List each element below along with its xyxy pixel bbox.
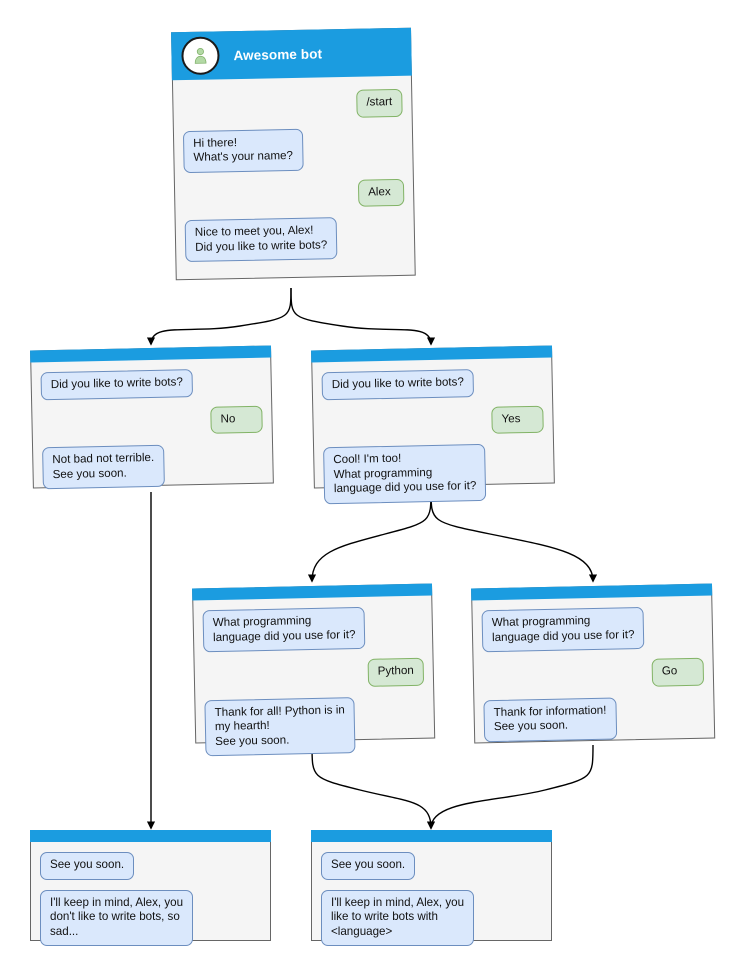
message-row: Did you like to write bots?: [321, 368, 543, 400]
message-row: I'll keep in mind, Alex, you don't like …: [40, 889, 261, 946]
user-message-bubble[interactable]: Go: [651, 657, 705, 687]
node-header-root: Awesome bot: [171, 27, 412, 81]
message-row: No: [41, 405, 263, 437]
bot-message-bubble[interactable]: What programming language did you use fo…: [202, 606, 366, 653]
message-row: Not bad not terrible. See you soon.: [42, 443, 264, 490]
message-row: What programming language did you use fo…: [481, 606, 703, 653]
user-message-bubble[interactable]: /start: [356, 88, 403, 118]
edge-python-to-end-yes: [311, 744, 436, 830]
user-message-bubble[interactable]: Alex: [357, 178, 405, 207]
chat-transcript-python-branch: What programming language did you use fo…: [193, 597, 434, 757]
message-row: Yes: [322, 405, 544, 437]
chat-node-root[interactable]: Awesome bot /start Hi there! What's your…: [171, 27, 416, 281]
bot-message-bubble[interactable]: Thank for all! Python is in my hearth! S…: [204, 696, 356, 757]
message-row: /start: [182, 88, 403, 121]
edge-root-to-no: [146, 287, 292, 346]
bot-message-bubble[interactable]: Did you like to write bots?: [321, 369, 475, 400]
bot-message-bubble[interactable]: I'll keep in mind, Alex, you like to wri…: [321, 889, 475, 946]
bot-message-bubble[interactable]: Did you like to write bots?: [40, 369, 194, 400]
chat-transcript-root: /start Hi there! What's your name? Alex …: [173, 77, 415, 280]
bot-message-bubble[interactable]: Not bad not terrible. See you soon.: [42, 444, 165, 490]
chat-node-yes-branch[interactable]: Did you like to write bots? Yes Cool! I'…: [311, 345, 555, 504]
chat-transcript-end-yes: See you soon. I'll keep in mind, Alex, y…: [312, 843, 551, 946]
node-header: [311, 830, 552, 842]
message-row: Alex: [184, 178, 405, 210]
chat-transcript-yes-branch: Did you like to write bots? Yes Cool! I'…: [312, 358, 554, 504]
message-row: Nice to meet you, Alex! Did you like to …: [184, 216, 406, 263]
user-message-bubble[interactable]: Yes: [491, 405, 544, 434]
chat-transcript-go-branch: What programming language did you use fo…: [472, 596, 714, 742]
message-row: Thank for all! Python is in my hearth! S…: [204, 695, 425, 757]
message-row: See you soon.: [40, 852, 261, 880]
bot-message-bubble[interactable]: I'll keep in mind, Alex, you don't like …: [40, 889, 194, 946]
bot-message-bubble[interactable]: Thank for information! See you soon.: [483, 697, 617, 742]
bot-message-bubble[interactable]: Hi there! What's your name?: [182, 128, 304, 173]
edge-go-to-end-yes: [426, 744, 594, 830]
edge-root-to-yes: [290, 287, 436, 346]
bot-message-bubble[interactable]: Cool! I'm too! What programming language…: [323, 443, 487, 504]
chat-node-end-no[interactable]: See you soon. I'll keep in mind, Alex, y…: [30, 830, 271, 946]
message-row: What programming language did you use fo…: [202, 606, 423, 653]
edge-yes-to-go: [430, 489, 598, 583]
bot-name-label: Awesome bot: [233, 45, 323, 63]
chat-node-go-branch[interactable]: What programming language did you use fo…: [471, 583, 716, 744]
message-row: I'll keep in mind, Alex, you like to wri…: [321, 889, 542, 946]
message-row: Thank for information! See you soon.: [483, 695, 705, 742]
bot-message-bubble[interactable]: Nice to meet you, Alex! Did you like to …: [184, 217, 338, 263]
chat-transcript-no-branch: Did you like to write bots? No Not bad n…: [31, 358, 273, 490]
node-header: [30, 830, 271, 842]
avatar: [181, 36, 220, 76]
user-message-bubble[interactable]: Python: [367, 657, 425, 687]
chat-node-end-yes[interactable]: See you soon. I'll keep in mind, Alex, y…: [311, 830, 552, 946]
bot-message-bubble[interactable]: What programming language did you use fo…: [481, 606, 645, 653]
user-message-bubble[interactable]: No: [210, 405, 263, 434]
chat-node-no-branch[interactable]: Did you like to write bots? No Not bad n…: [30, 345, 274, 490]
chat-transcript-end-no: See you soon. I'll keep in mind, Alex, y…: [31, 843, 270, 946]
message-row: Cool! I'm too! What programming language…: [323, 443, 545, 504]
bot-message-bubble[interactable]: See you soon.: [40, 852, 135, 880]
person-icon: [194, 48, 207, 64]
chat-node-python-branch[interactable]: What programming language did you use fo…: [192, 583, 436, 757]
message-row: See you soon.: [321, 852, 542, 880]
message-row: Go: [483, 657, 705, 690]
message-row: Python: [204, 657, 425, 690]
bot-message-bubble[interactable]: See you soon.: [321, 852, 416, 880]
message-row: Hi there! What's your name?: [182, 126, 404, 173]
message-row: Did you like to write bots?: [40, 368, 262, 400]
